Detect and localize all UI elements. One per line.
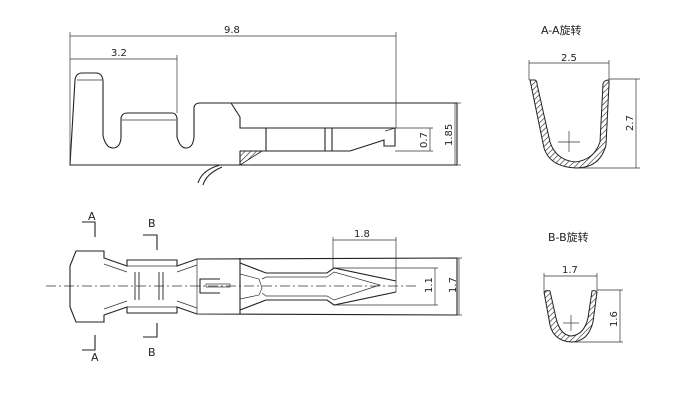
dim-1-7-section: 1.7 bbox=[562, 265, 578, 276]
side-view: 9.8 3.2 0.7 1.85 bbox=[69, 25, 461, 186]
section-b-top: B bbox=[148, 217, 156, 230]
dim-3-2: 3.2 bbox=[111, 48, 127, 59]
dim-1-1: 1.1 bbox=[424, 277, 435, 293]
section-bb: B-B旋转 1.7 1.6 bbox=[543, 230, 623, 343]
section-aa-title: A-A旋转 bbox=[541, 23, 582, 37]
dim-1-6: 1.6 bbox=[609, 311, 620, 327]
top-outline bbox=[69, 250, 458, 323]
section-b-bottom: B bbox=[148, 346, 156, 359]
section-bb-title: B-B旋转 bbox=[548, 230, 589, 244]
dim-1-8: 1.8 bbox=[354, 229, 370, 240]
section-a-top: A bbox=[88, 210, 96, 223]
section-aa: A-A旋转 2.5 2.7 bbox=[528, 23, 640, 169]
dim-1-85: 1.85 bbox=[444, 124, 455, 146]
dim-1-7-top: 1.7 bbox=[448, 277, 459, 293]
dim-0-7: 0.7 bbox=[419, 132, 430, 148]
dim-2-5: 2.5 bbox=[561, 53, 577, 64]
section-a-bottom: A bbox=[91, 351, 99, 364]
wire-end bbox=[197, 164, 223, 186]
dim-2-7: 2.7 bbox=[625, 115, 636, 131]
top-view: A A B B 1.8 1.1 1.7 bbox=[46, 210, 462, 364]
side-outline bbox=[69, 72, 458, 166]
dim-9-8: 9.8 bbox=[224, 25, 240, 36]
